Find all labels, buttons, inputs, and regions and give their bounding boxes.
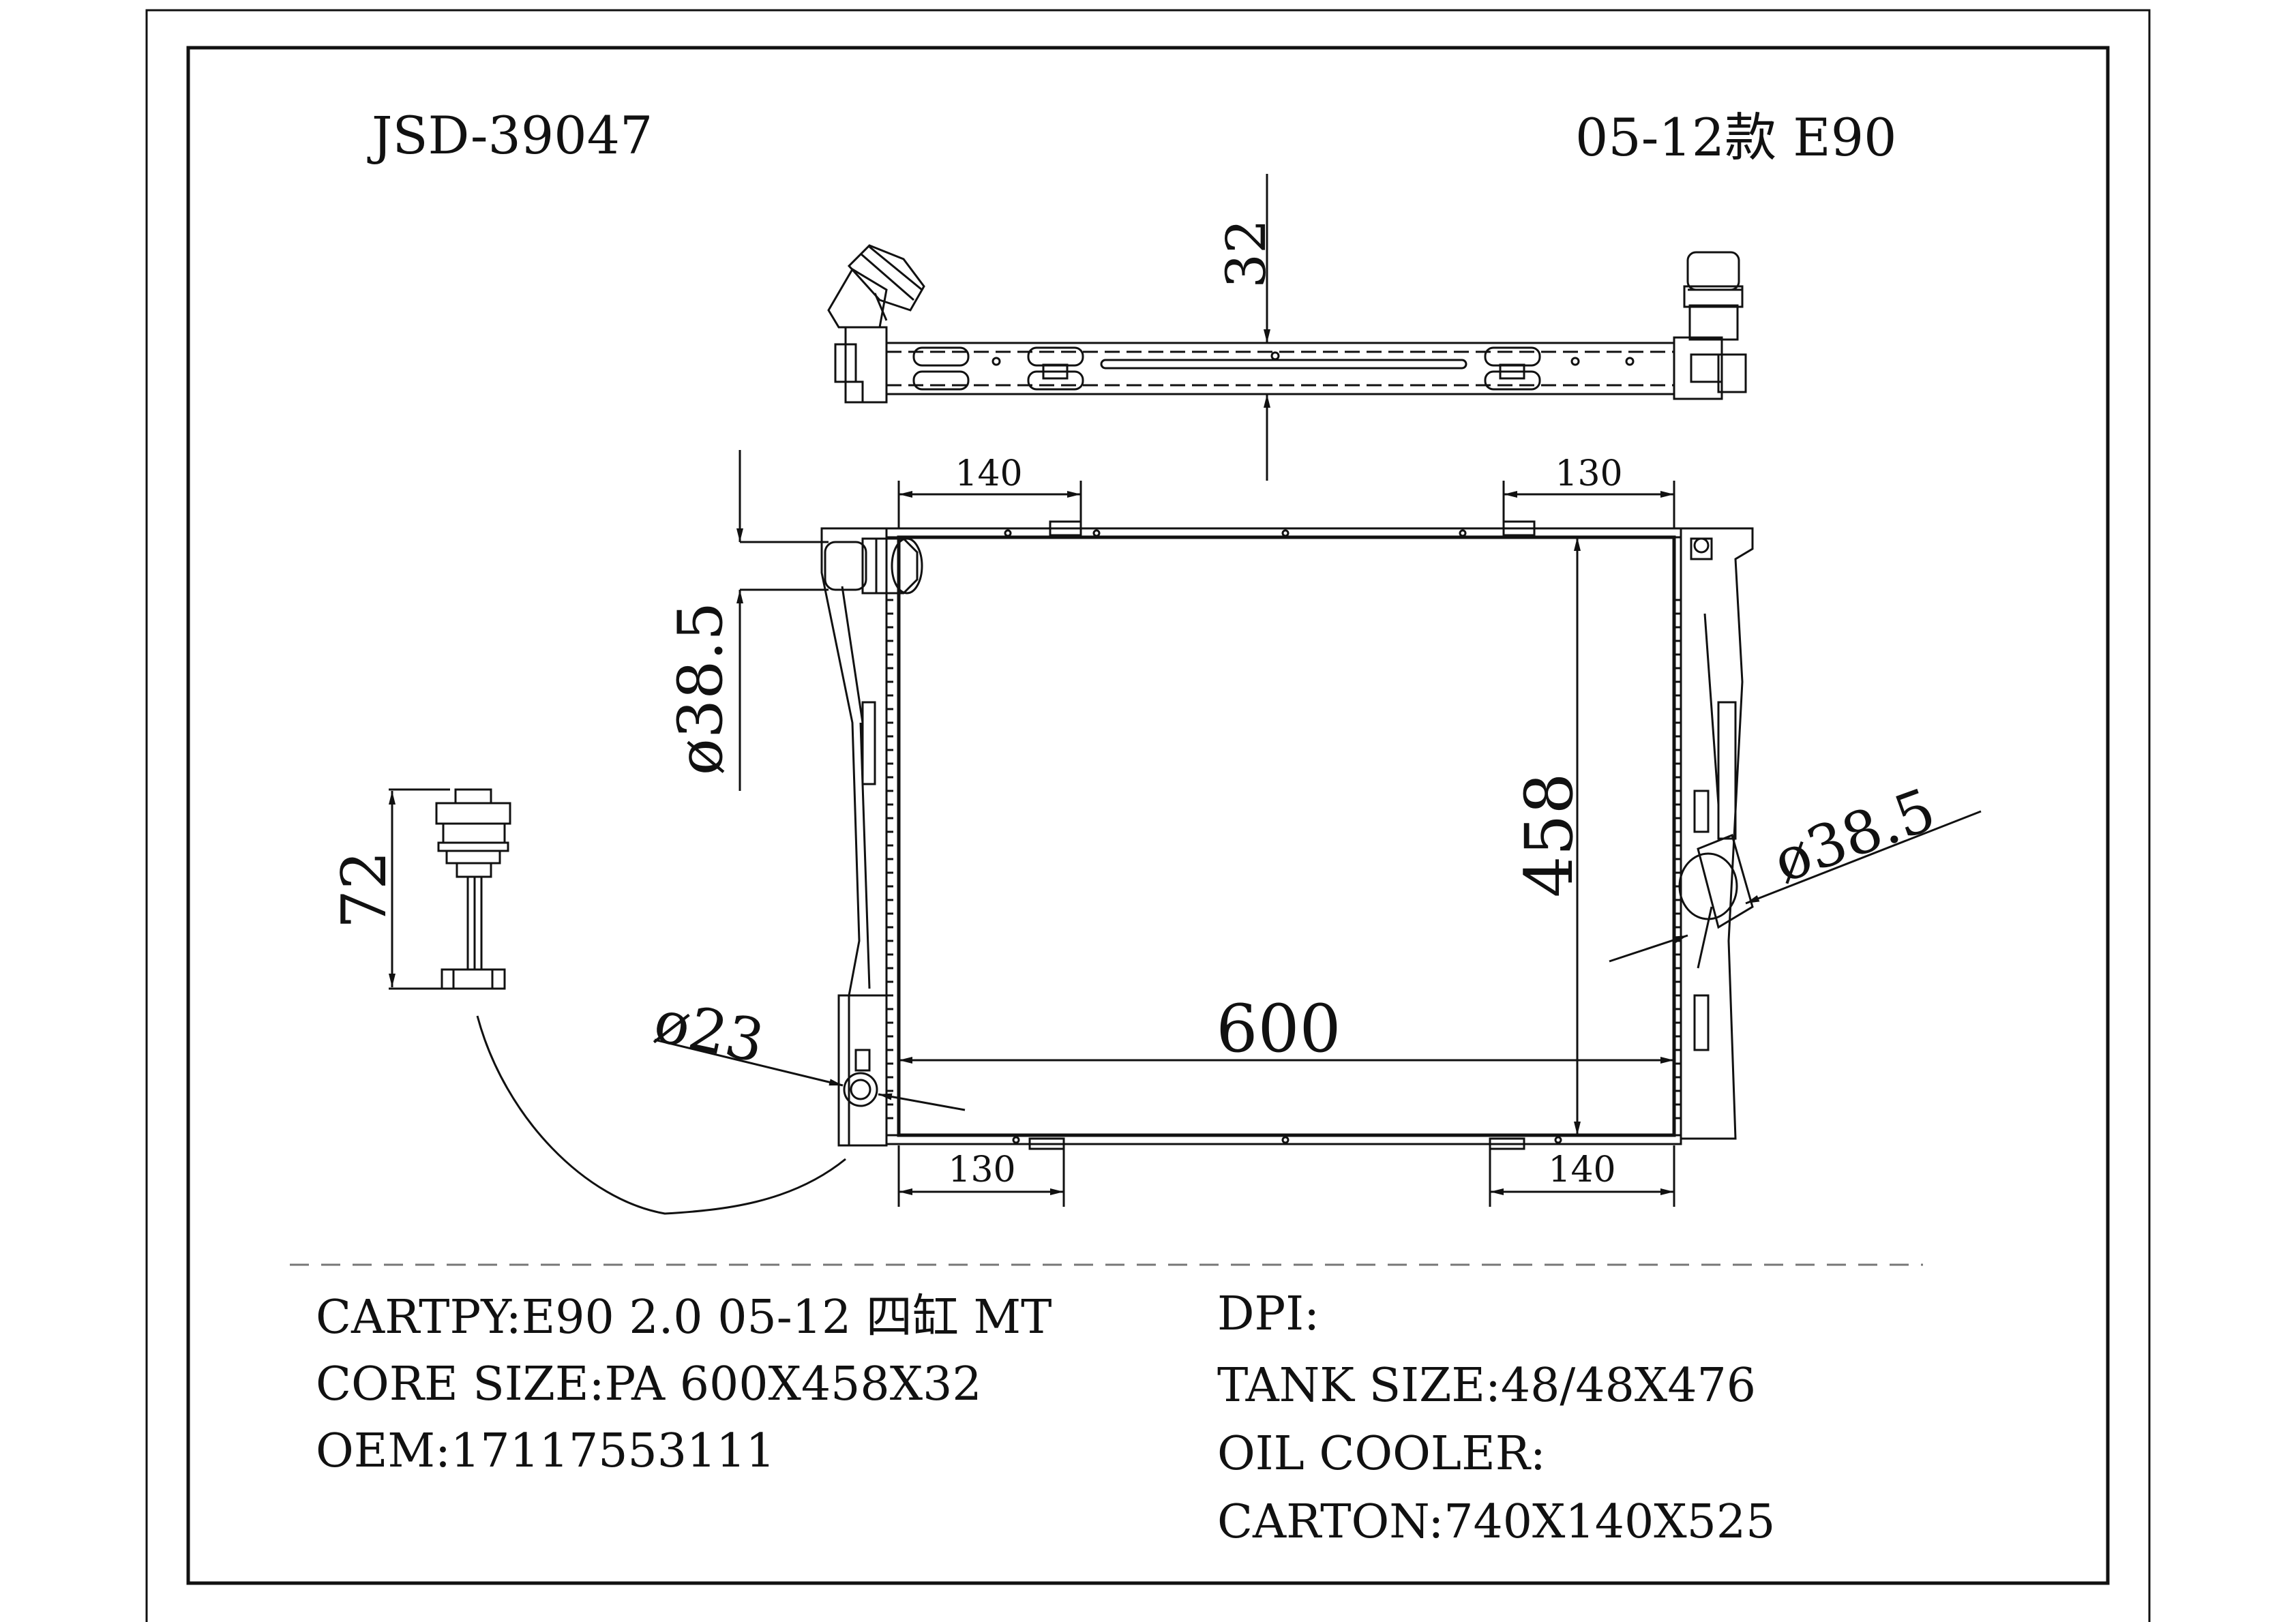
dim-bottom-left-label: 130 [948,1150,1015,1190]
spec-oil-cooler: OIL COOLER: [1217,1427,1546,1481]
dim-outlet-label: ø38.5 [1765,776,1944,897]
inner-border [186,46,2110,1585]
dim-top-right-label: 130 [1555,453,1622,494]
dim-top-left-label: 140 [955,453,1022,494]
dim-drain-label: ø23 [648,987,770,1077]
dimension-lines [654,450,1982,1207]
temperature-sensor [389,788,846,1215]
top-view [827,244,1747,404]
dim-core-height-label: 458 [1511,772,1587,897]
part-number: JSD-39047 [367,105,653,166]
dim-sensor-label: 72 [329,851,400,929]
spec-cartpy: CARTPY:E90 2.0 05-12 四缸 MT [316,1291,1052,1345]
radiator-front-view [820,520,1754,1150]
dim-core-width-label: 600 [1216,991,1341,1067]
model-label: 05-12款 E90 [1575,107,1896,168]
spec-tank-size: TANK SIZE:48/48X476 [1217,1359,1756,1413]
spec-oem: OEM:17117553111 [316,1424,775,1478]
spec-dpi: DPI: [1217,1287,1320,1341]
dim-thickness-label: 32 [1214,219,1278,288]
tank-ticks [886,599,1681,1120]
dim-bottom-right-label: 140 [1548,1150,1615,1190]
outer-border [145,9,2151,1622]
spec-core-size: CORE SIZE:PA 600X458X32 [316,1357,982,1411]
spec-carton: CARTON:740X140X525 [1217,1495,1775,1549]
dim-inlet-label: ø38.5 [665,602,736,776]
